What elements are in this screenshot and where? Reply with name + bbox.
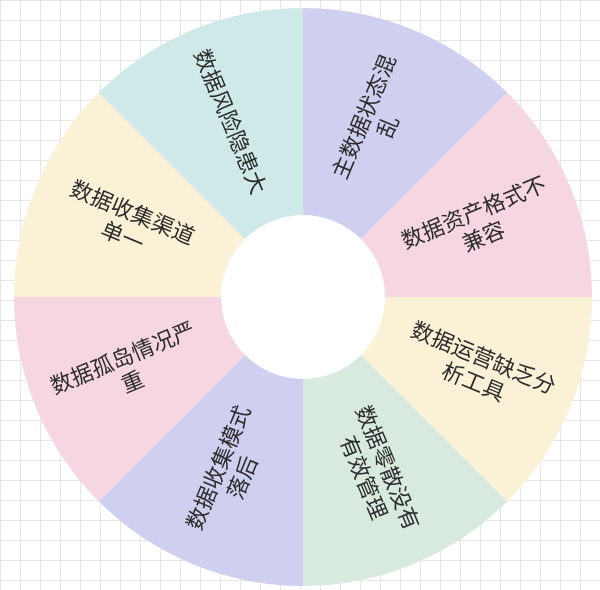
wheel-segment-6 <box>14 297 303 502</box>
wheel-segment-4 <box>303 297 508 586</box>
wheel-segment-5 <box>98 297 303 586</box>
center-hole <box>221 215 385 379</box>
wheel-segment-1 <box>303 8 508 297</box>
wheel-segment-3 <box>303 297 592 502</box>
wheel-segment-8 <box>98 8 303 297</box>
wheel-segment-7 <box>14 92 303 297</box>
wheel-segments <box>14 8 592 586</box>
wheel-segment-2 <box>303 92 592 297</box>
